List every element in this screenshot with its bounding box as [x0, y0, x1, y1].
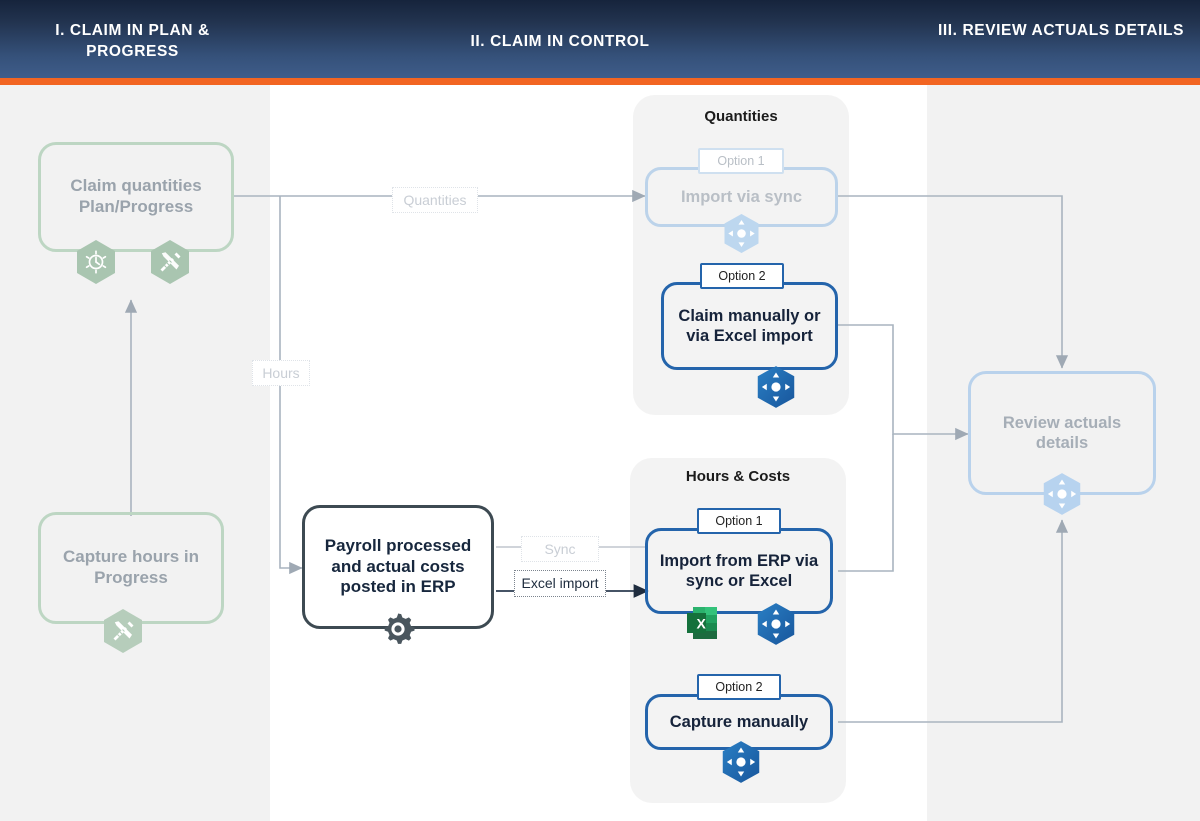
header-stage-1-title: I. CLAIM IN PLAN & PROGRESS: [55, 22, 210, 60]
tools-icon: [151, 240, 189, 284]
node-import-from-erp-label: Import from ERP via sync or Excel: [659, 551, 819, 590]
group-hours-costs-title: Hours & Costs: [685, 468, 791, 485]
excel-icon: X: [687, 607, 717, 639]
navigate-hexagon-icon: [757, 366, 795, 408]
node-capture-hours[interactable]: Capture hours in Progress: [38, 512, 224, 624]
header-stage-3-title: III. REVIEW ACTUALS DETAILS: [937, 22, 1185, 39]
option-tab-import-from-erp[interactable]: Option 1: [697, 508, 781, 534]
node-claim-quantities-label: Claim quantities Plan/Progress: [70, 176, 202, 216]
header-bar: [0, 0, 1200, 78]
node-payroll-erp[interactable]: Payroll processed and actual costs poste…: [302, 505, 494, 629]
header-accent-rule: [0, 78, 1200, 85]
svg-text:X: X: [697, 616, 707, 632]
option-tab-claim-manually[interactable]: Option 2: [700, 263, 784, 289]
node-review-actuals-label: Review actuals details: [1002, 413, 1122, 452]
navigate-hexagon-icon: [757, 603, 795, 645]
clock-icon: [77, 240, 115, 284]
node-claim-manually[interactable]: Claim manually or via Excel import: [661, 282, 838, 370]
navigate-hexagon-icon: [724, 214, 759, 253]
node-import-via-sync-label: Import via sync: [680, 187, 803, 206]
navigate-hexagon-icon: [722, 741, 760, 783]
gear-icon: [384, 613, 415, 644]
column-band-stage-1: [0, 85, 270, 821]
edge-label-hours: Hours: [252, 360, 310, 386]
edge-label-sync: Sync: [521, 536, 599, 562]
header-stage-2-title: II. CLAIM IN CONTROL: [470, 33, 650, 50]
group-quantities-title: Quantities: [704, 108, 778, 125]
node-capture-hours-label: Capture hours in Progress: [62, 547, 199, 587]
option-tab-capture-manually[interactable]: Option 2: [697, 674, 781, 700]
navigate-hexagon-icon: [1043, 473, 1081, 515]
option-tab-import-via-sync[interactable]: Option 1: [698, 148, 784, 174]
edge-label-excel-import: Excel import: [514, 570, 606, 597]
node-claim-quantities[interactable]: Claim quantities Plan/Progress: [38, 142, 234, 252]
edge-label-quantities: Quantities: [392, 187, 478, 213]
node-payroll-erp-label: Payroll processed and actual costs poste…: [324, 535, 472, 597]
node-capture-manually-label: Capture manually: [669, 712, 809, 731]
node-import-from-erp[interactable]: Import from ERP via sync or Excel: [645, 528, 833, 614]
node-claim-manually-label: Claim manually or via Excel import: [678, 306, 821, 345]
tools-icon: [104, 609, 142, 653]
